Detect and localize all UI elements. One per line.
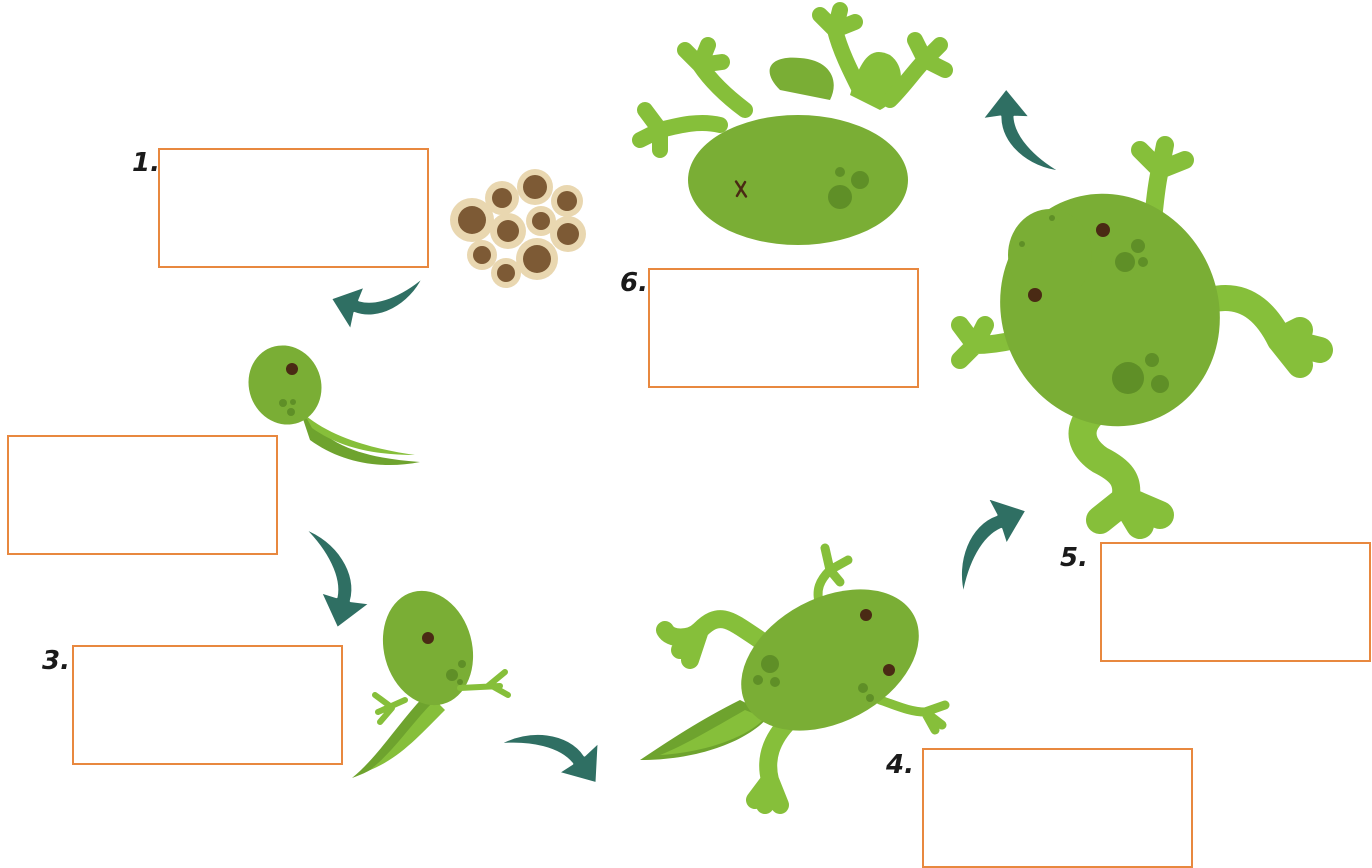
answer-box-6[interactable] bbox=[648, 268, 919, 388]
answer-box-4[interactable] bbox=[922, 748, 1193, 868]
tadpole-with-legs-image bbox=[352, 581, 508, 778]
step-number-6: 6. bbox=[620, 270, 648, 296]
adult-frog-image bbox=[960, 145, 1320, 525]
step-number-4: 4. bbox=[886, 752, 914, 778]
answer-box-2[interactable] bbox=[7, 435, 278, 555]
answer-box-3[interactable] bbox=[72, 645, 343, 765]
answer-box-5[interactable] bbox=[1100, 542, 1371, 662]
jumping-frog-image bbox=[640, 10, 945, 245]
step-number-1: 1. bbox=[132, 150, 160, 176]
step-number-5: 5. bbox=[1060, 545, 1088, 571]
arrow-to-froglet bbox=[496, 730, 600, 783]
frog-eggs-image bbox=[450, 169, 586, 288]
arrow-froglet-to-frog bbox=[950, 495, 1026, 605]
arrow-tadpole-to-legged-tadpole bbox=[279, 520, 373, 628]
answer-box-1[interactable] bbox=[158, 148, 429, 268]
step-number-3: 3. bbox=[42, 648, 70, 674]
arrow-frog-to-jumping-frog bbox=[979, 89, 1079, 182]
